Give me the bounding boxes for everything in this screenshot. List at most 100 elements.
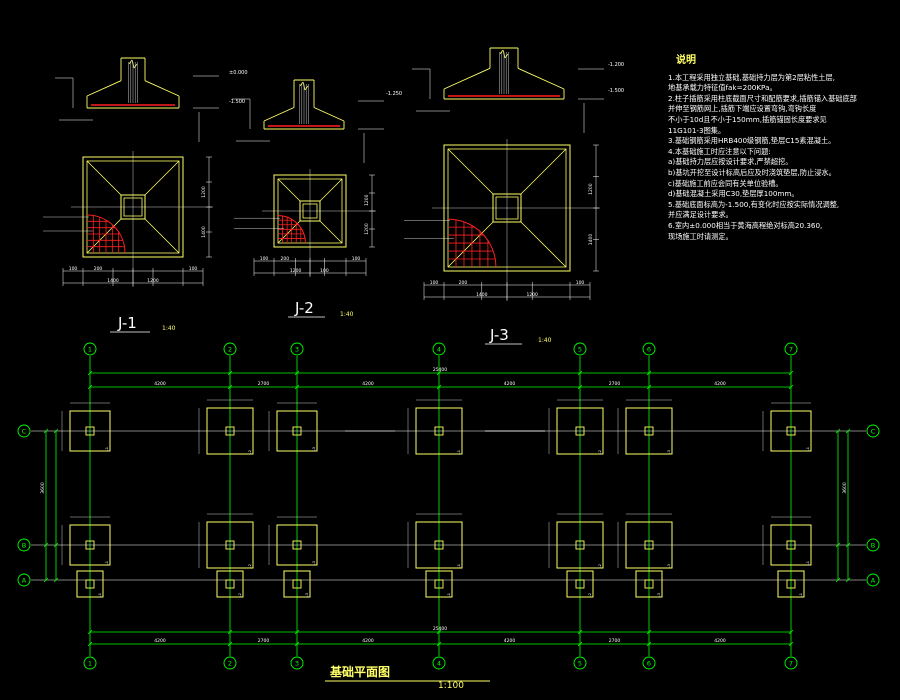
plan-footing: J-3 (268, 402, 318, 452)
notes-item: 2.柱子插筋采用柱底截面尺寸和配筋要求,插筋锚入基础底部 (668, 93, 857, 103)
plan-footing: J-2 (548, 399, 604, 455)
dim-tick (788, 370, 794, 376)
dim-text: 100 (320, 268, 329, 274)
axis-label: 1 (88, 346, 92, 354)
column-section (225, 426, 235, 436)
notes-item: 4.本基础施工时应注意以下问题: (668, 146, 771, 156)
column-section (644, 426, 654, 436)
plan-footing: J-1 (425, 570, 453, 598)
dim-text: 200 (94, 266, 103, 272)
dim-tick (436, 641, 442, 647)
axis-bubble (432, 656, 446, 670)
axis-label: 6 (647, 660, 651, 668)
footing-outline (625, 407, 673, 455)
dim-text: 2700 (258, 381, 270, 387)
slope-line (520, 148, 567, 195)
plan-footing: J-1 (76, 570, 104, 598)
plan-footing: J-1 (762, 402, 812, 452)
dim-text: 1400 (107, 278, 119, 284)
dim-tick (436, 629, 442, 635)
column-section (292, 579, 302, 589)
plan-footing: J-1 (407, 399, 463, 455)
notes-item: 6.室内±0.000相当于黄海高程绝对标高20.360, (668, 220, 823, 230)
footing-outline (556, 521, 604, 569)
slope-line (520, 221, 567, 268)
dim-tick (227, 384, 233, 390)
footing-label: J-2 (238, 593, 242, 598)
dim-text: 4200 (154, 638, 166, 644)
notes-item: 地基承载力特征值fak=200KPa。 (668, 83, 777, 93)
dim-tick (294, 641, 300, 647)
dim-tick (53, 542, 59, 548)
dim-tick (788, 629, 794, 635)
break-mark (499, 49, 504, 55)
dim-tick (835, 577, 841, 583)
axis-label: 2 (228, 346, 232, 354)
axis-bubble (83, 342, 97, 356)
axis-bubble (784, 342, 798, 356)
column-section (434, 540, 444, 550)
plan-scale: 1:100 (438, 681, 464, 691)
notes-item: 现场施工时请测定。 (668, 231, 733, 241)
footing-outline (625, 521, 673, 569)
axis-label: 1 (88, 660, 92, 668)
footing-outline (415, 521, 463, 569)
axis-bubble (290, 656, 304, 670)
detail-label-j1: J-1 (117, 314, 137, 332)
plan-footing: J-2 (198, 399, 254, 455)
footing-outline (770, 524, 812, 566)
plan-footing: J-1 (407, 513, 463, 569)
plan-footing: J-3 (283, 570, 311, 598)
plan-footing: J-3 (635, 570, 663, 598)
footing-label: J-1 (447, 593, 451, 598)
elev-j1-mid: -1.500 (229, 99, 245, 105)
dim-tick (845, 542, 851, 548)
column-section (786, 579, 796, 589)
footing-label: J-2 (598, 564, 602, 569)
footing-label: J-3 (312, 561, 316, 566)
dim-tick (87, 384, 93, 390)
axis-bubble (573, 342, 587, 356)
footing-slope (86, 80, 122, 97)
dim-tick (577, 384, 583, 390)
footing-outline (206, 521, 254, 569)
footing-slope (517, 67, 565, 90)
dim-tick (835, 542, 841, 548)
footing-label: J-3 (657, 593, 661, 598)
dim-tick (577, 370, 583, 376)
footing-label: J-3 (305, 593, 309, 598)
footing-slope (263, 107, 295, 122)
dim-text: 1200 (364, 223, 370, 235)
dim-text: 1200 (364, 194, 370, 206)
notes-item: b)基坑开挖至设计标高后应及时浇筑垫层,防止浸水。 (668, 167, 836, 177)
dim-text: 4200 (504, 638, 516, 644)
notes-item: 5.基础底面标高为-1.500,有变化时应按实际情况调整, (668, 199, 840, 209)
dim-text: 1200 (526, 292, 538, 298)
section-j3 (412, 47, 604, 133)
column-section (644, 579, 654, 589)
dim-text: 100 (576, 280, 585, 286)
dim-tick (227, 641, 233, 647)
axis-label: 7 (789, 660, 793, 668)
axis-label: 5 (578, 346, 582, 354)
footing-slope (313, 107, 345, 122)
break-mark (299, 81, 304, 87)
column-section (434, 579, 444, 589)
plan-footing: J-3 (268, 516, 318, 566)
footing-label: J-1 (105, 561, 109, 566)
dim-tick (43, 428, 49, 434)
axis-bubble (784, 656, 798, 670)
column-section (85, 426, 95, 436)
notes-item: 不小于10d且不小于150mm,插筋锚固长度要求见 (668, 114, 827, 124)
footing-outline (777, 570, 805, 598)
notes-item: c)基础施工前应会同有关单位验槽。 (668, 178, 783, 188)
dim-tick (646, 370, 652, 376)
footing-outline (276, 524, 318, 566)
axis-label: B (871, 542, 875, 550)
detail-scale-j3: 1:40 (538, 337, 552, 344)
axis-bubble (83, 656, 97, 670)
dim-tick (227, 629, 233, 635)
plan-footing: J-1 (61, 516, 111, 566)
